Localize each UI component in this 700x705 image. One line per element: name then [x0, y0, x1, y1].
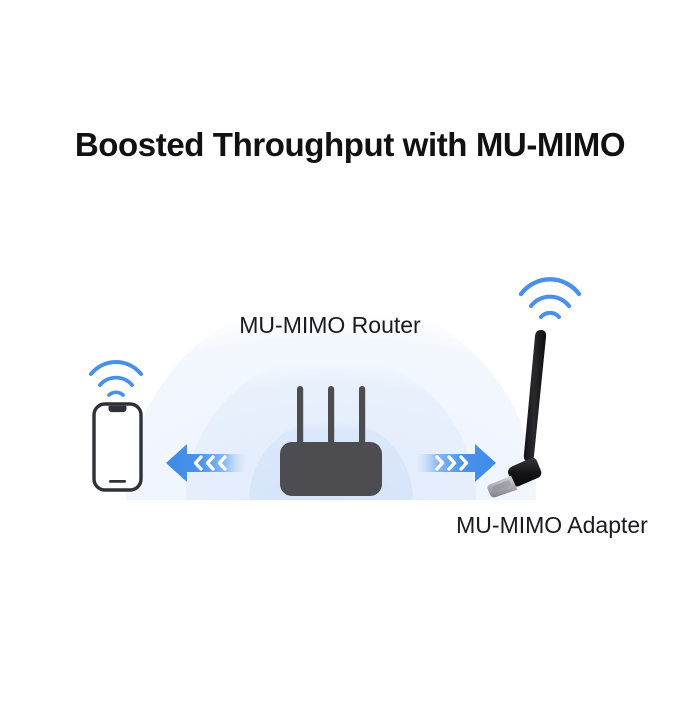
- wifi-icon-adapter: [518, 277, 582, 323]
- data-flow-arrow-right: [414, 440, 496, 486]
- adapter-label: MU-MIMO Adapter: [456, 512, 648, 538]
- data-flow-arrow-left: [166, 440, 248, 486]
- page-title: Boosted Throughput with MU-MIMO: [74, 126, 626, 163]
- router-device: [272, 386, 390, 496]
- smartphone: [92, 402, 143, 492]
- wifi-icon-phone: [88, 359, 144, 401]
- router-label: MU-MIMO Router: [239, 312, 421, 338]
- usb-wifi-adapter: [485, 328, 585, 500]
